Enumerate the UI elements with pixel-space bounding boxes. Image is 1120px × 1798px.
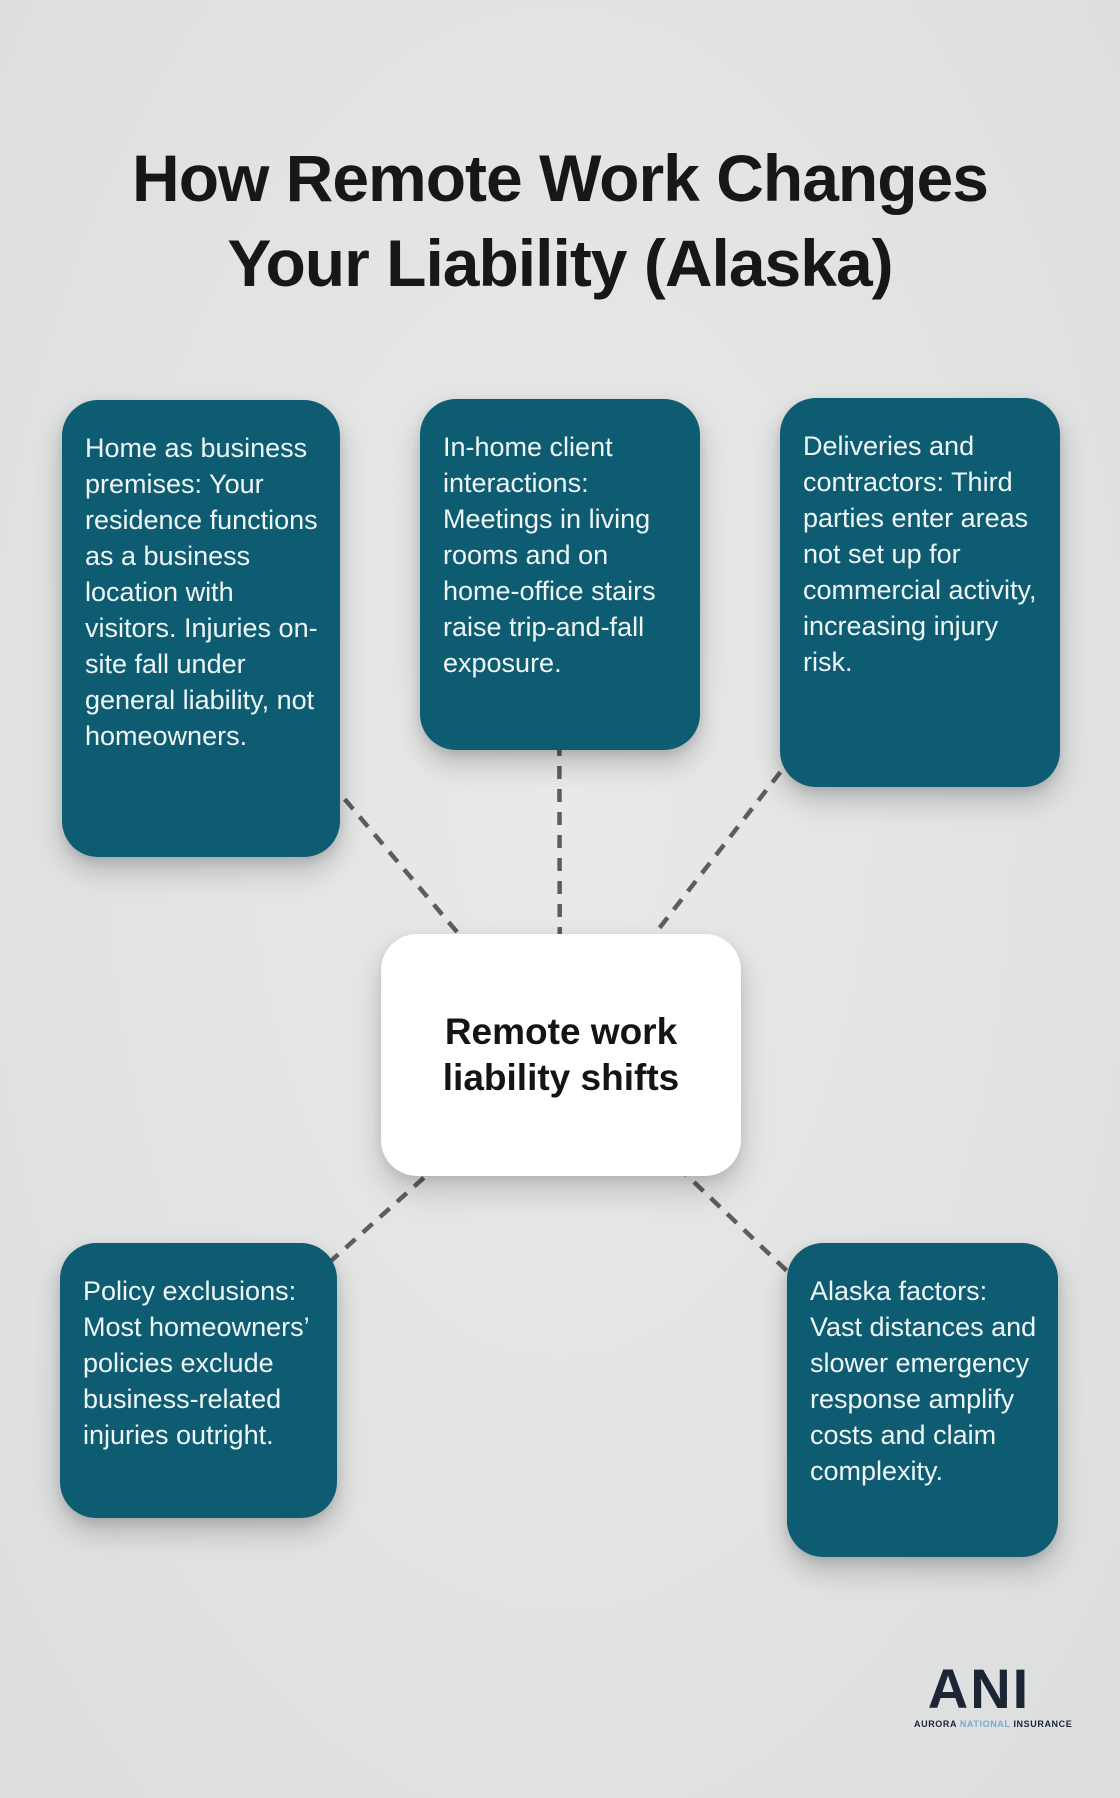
node-text: In-home client interactions: Meetings in… — [443, 432, 656, 678]
node-text: Home as business premises: Your residenc… — [85, 433, 318, 751]
company-logo: ANI AURORA NATIONAL INSURANCE — [914, 1657, 1072, 1730]
node-policy-exclusions: Policy exclusions: Most homeowners’ poli… — [60, 1243, 337, 1518]
node-text: Alaska factors: Vast distances and slowe… — [810, 1276, 1037, 1486]
center-node-label: Remote work liability shifts — [442, 1010, 680, 1098]
page-title-line2: Your Liability (Alaska) — [227, 226, 893, 301]
center-node: Remote work liability shifts — [381, 934, 741, 1176]
node-home-as-business-premises: Home as business premises: Your residenc… — [62, 400, 340, 857]
node-in-home-client-interactions: In-home client interactions: Meetings in… — [420, 399, 700, 750]
page-title-line1: How Remote Work Changes — [132, 141, 989, 216]
logo-tagline-insurance: INSURANCE — [1013, 1719, 1073, 1729]
node-text: Policy exclusions: Most homeowners’ poli… — [83, 1276, 309, 1450]
logo-acronym: ANI — [927, 1657, 1031, 1720]
logo-tagline-national: NATIONAL — [959, 1719, 1011, 1729]
node-alaska-factors: Alaska factors: Vast distances and slowe… — [787, 1243, 1058, 1557]
logo-tagline: AURORA NATIONAL INSURANCE — [914, 1719, 1072, 1729]
node-deliveries-and-contractors: Deliveries and contractors: Third partie… — [780, 398, 1060, 787]
logo-tagline-aurora: AURORA — [914, 1719, 957, 1729]
node-text: Deliveries and contractors: Third partie… — [803, 431, 1037, 677]
page-title: How Remote Work Changes Your Liability (… — [0, 136, 1120, 306]
